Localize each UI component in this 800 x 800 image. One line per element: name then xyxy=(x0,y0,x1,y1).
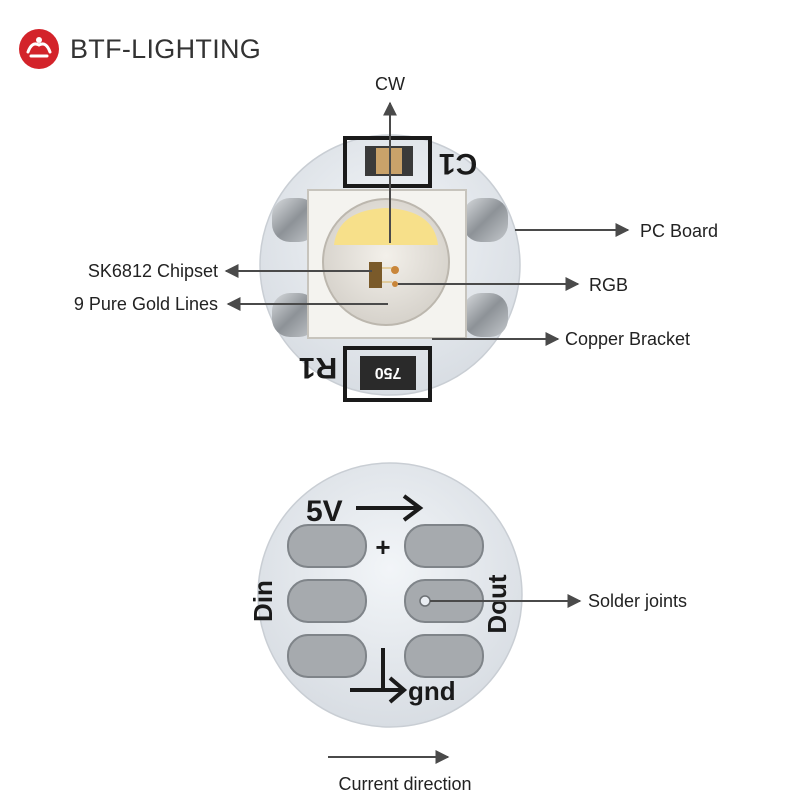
dout-label: Dout xyxy=(482,574,512,634)
front-arrows xyxy=(224,101,630,346)
back-pad-din xyxy=(287,579,367,623)
warm-white-die xyxy=(334,208,438,245)
gnd-label: gnd xyxy=(408,676,456,706)
solder-joints-label: Solder joints xyxy=(588,591,687,611)
brand-name: BTF-LIGHTING xyxy=(70,33,262,64)
pc-board-label: PC Board xyxy=(640,221,718,241)
vcc-arrow-icon xyxy=(356,494,424,522)
btf-logo-icon xyxy=(19,29,59,69)
r1-marking: R1 xyxy=(299,351,337,384)
brand-header: BTF-LIGHTING xyxy=(18,26,261,72)
back-pad-5v-left xyxy=(287,524,367,568)
plus-label: + xyxy=(375,532,390,562)
rgb-chip xyxy=(369,262,382,288)
vcc-label: 5V xyxy=(306,495,343,528)
front-labels: CW PC Board SK6812 Chipset RGB 9 Pure Go… xyxy=(74,74,718,349)
current-direction-label: Current direction xyxy=(338,774,471,794)
copper-bracket-label: Copper Bracket xyxy=(565,329,690,349)
back-pad-5v-right xyxy=(404,524,484,568)
cw-label: CW xyxy=(375,74,405,94)
front-pad-top-left xyxy=(272,198,317,242)
c1-marking: C1 xyxy=(439,147,477,180)
solder-joint xyxy=(419,595,431,607)
front-pad-bottom-right xyxy=(463,293,508,337)
back-pad-gnd-right xyxy=(404,634,484,678)
resistor-r1 xyxy=(343,346,432,402)
back-pcb: 5V + Din Dout gnd xyxy=(248,462,523,728)
gnd-arrow-icon xyxy=(350,648,408,704)
gold-lines-label: 9 Pure Gold Lines xyxy=(74,294,218,314)
chipset-label: SK6812 Chipset xyxy=(88,261,218,281)
back-pad-gnd-left xyxy=(287,634,367,678)
rgb-label: RGB xyxy=(589,275,628,295)
resistor-code: 750 xyxy=(375,364,402,381)
rgb-die xyxy=(391,266,399,274)
front-pad-top-right xyxy=(463,198,508,242)
din-label: Din xyxy=(248,580,278,622)
